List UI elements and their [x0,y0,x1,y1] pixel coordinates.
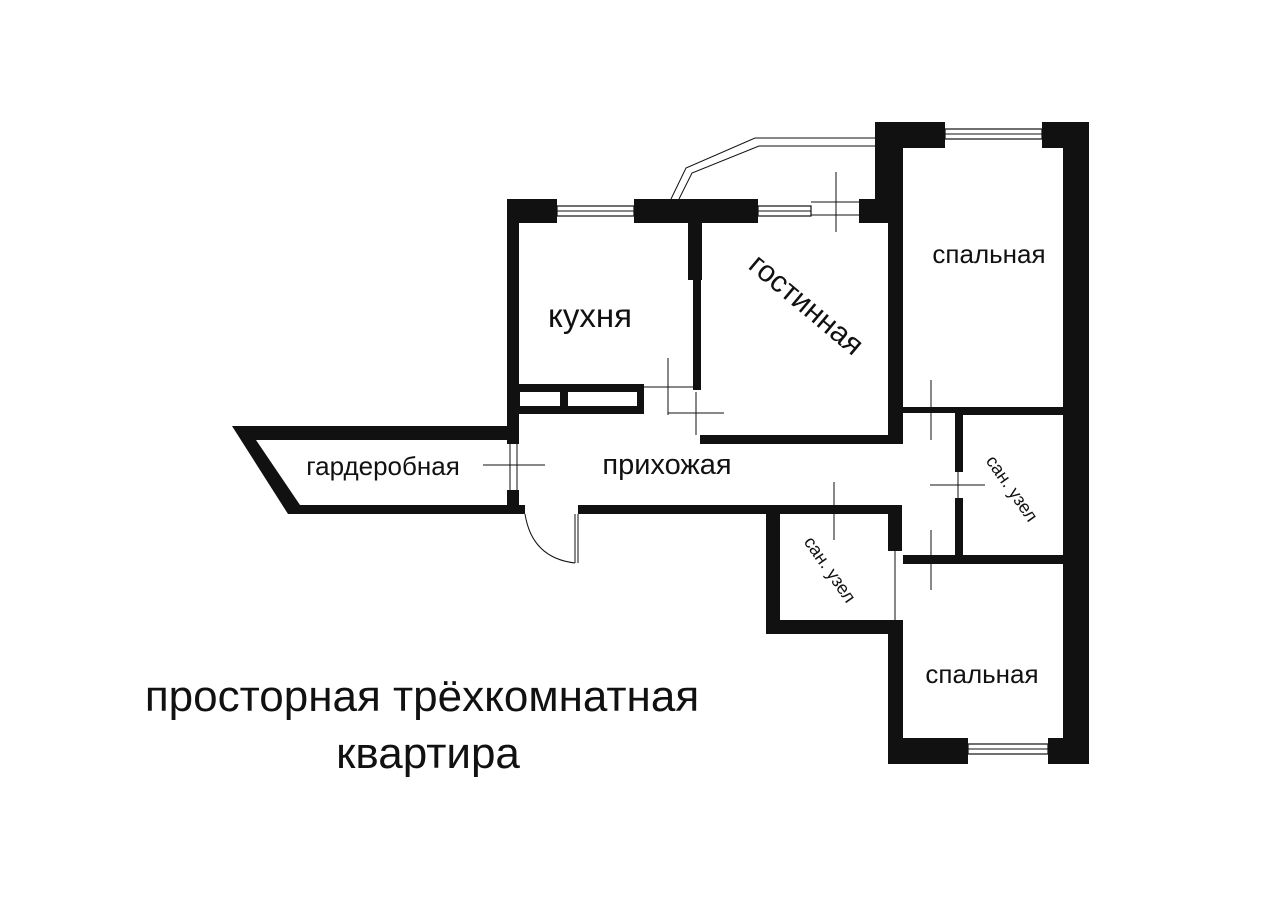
caption-line-2: квартира [336,729,520,778]
wardrobe-wall [232,426,514,514]
room-label-hallway: прихожая [602,449,731,481]
room-label-bedroom-top: спальная [932,239,1045,269]
room-label-kitchen: кухня [548,297,632,334]
room-label-wardrobe: гардеробная [306,451,460,481]
room-label-bathroom-left: сан. узел [800,533,860,607]
doors [483,172,985,620]
balcony-outline [670,137,877,200]
caption-line-1: просторная трёхкомнатная [145,672,699,721]
windows [556,128,1049,755]
room-label-living: гостинная [742,248,869,362]
room-label-bathroom-right: сан. узел [982,452,1042,526]
room-label-bedroom-bottom: спальная [925,659,1038,689]
balcony-inner [678,145,877,200]
